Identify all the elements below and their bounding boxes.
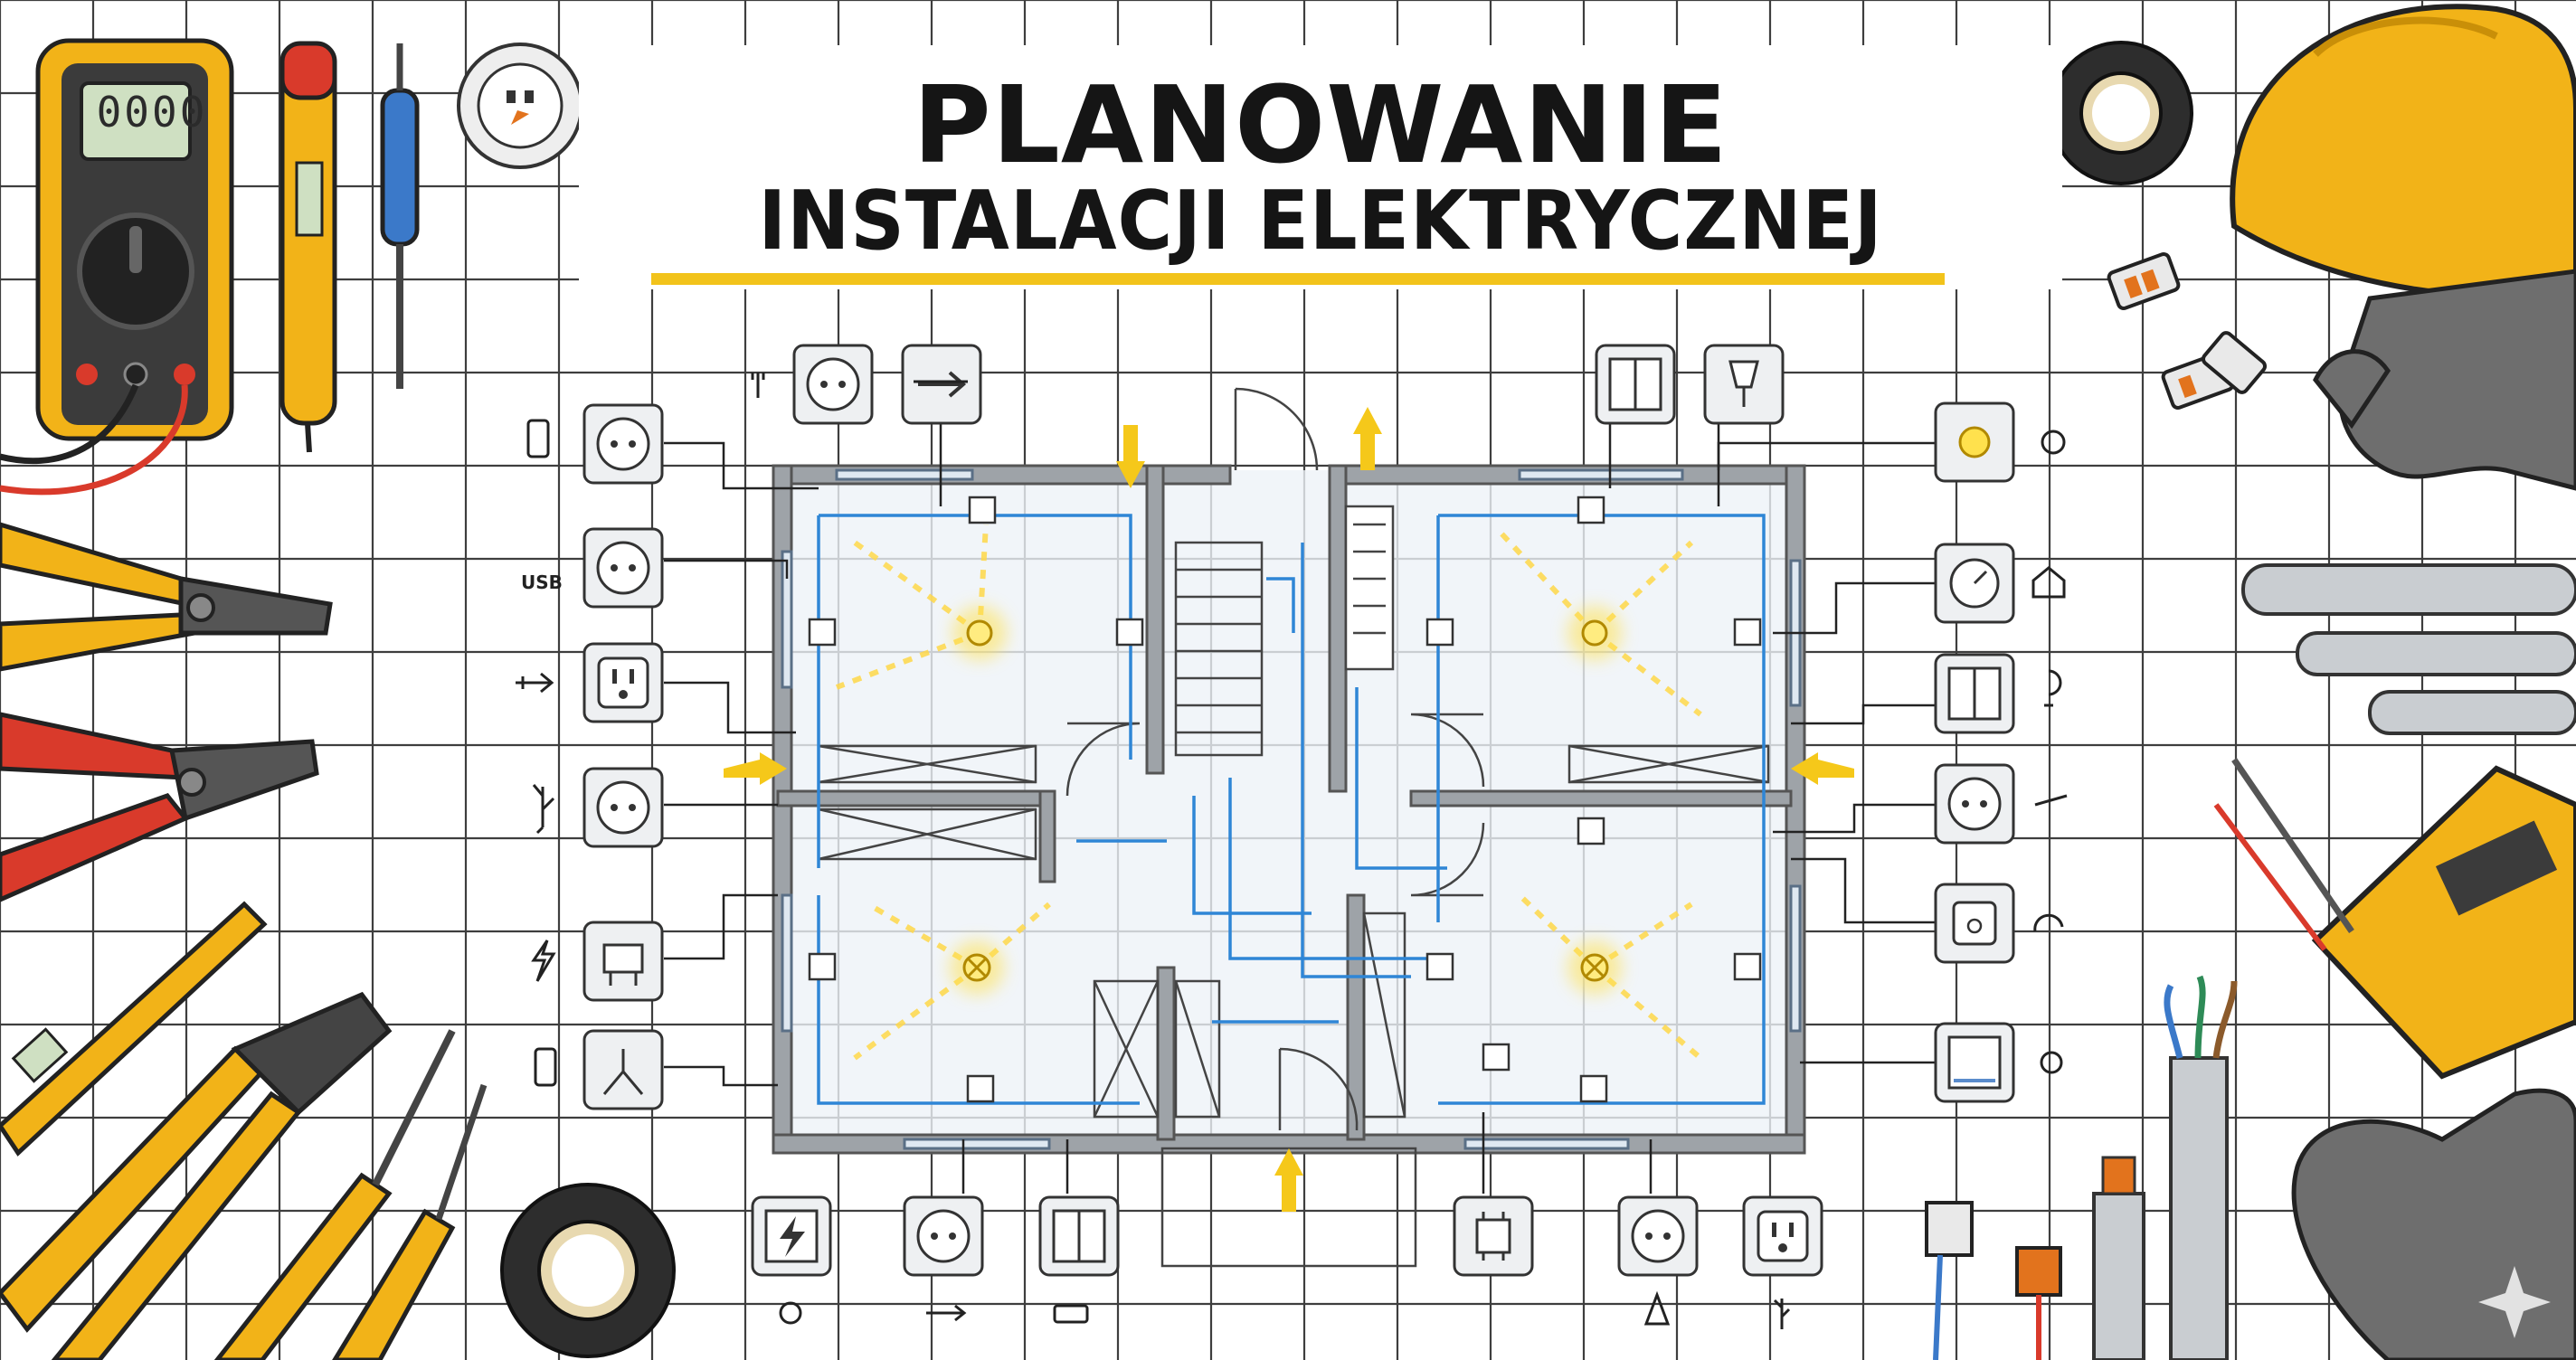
phone-icon [534,1047,557,1087]
bell-icon [1643,1290,1671,1326]
usb-fork-icon [1773,1299,1791,1329]
voltage-tester-icon [279,41,337,453]
conduit-pipe-icon [2092,1156,2145,1360]
tools [0,4,2576,1360]
double-switch-icon [1595,344,1676,425]
floor-plan [664,371,1936,1268]
work-glove-icon [2313,269,2576,491]
switch-tile-icon [1934,653,2015,734]
icon-tiles [582,344,2015,1277]
socket-icon [1617,1195,1699,1277]
phone-icon [526,419,550,458]
arrows [724,407,1854,1212]
pliers-icon [0,522,333,672]
sun-icon [2041,430,2066,455]
ceiling-light-icon [950,940,1004,995]
us-socket-icon [1742,1195,1823,1277]
small-icons [516,373,2068,1329]
arc-icon [2033,913,2064,932]
sun-icon [779,1301,802,1325]
switch-icon [2034,794,2068,807]
wire-connector-icon [2107,251,2268,411]
screwdriver-icon [380,43,420,389]
pliers-icon [0,712,319,902]
junction-box-icon [582,921,664,1002]
ground-icon [582,1029,664,1110]
socket-icon [1934,763,2015,845]
light-fixtures [950,606,1622,995]
double-switch-icon [1038,1195,1120,1277]
voltage-tester-icon [0,901,268,1157]
crimping-tool-icon [0,991,393,1360]
chip-icon [1453,1195,1534,1277]
title-banner: PLANOWANIE INSTALACJI ELEKTRYCZNEJ [579,45,2062,289]
ceiling-light-icon [952,606,1007,660]
socket-icon [792,344,874,425]
socket-icon [582,403,664,485]
light-tile-icon [1934,401,2015,483]
electrical-tape-icon [500,1183,676,1358]
sun-icon [2040,1051,2063,1074]
ceiling-light-icon [1567,606,1622,660]
usb-icon [926,1304,967,1322]
usb-fork-icon [532,784,555,835]
power-button-icon [1934,883,2015,964]
lamp-tile-icon [1703,344,1785,425]
electrical-tape-icon [2049,41,2193,185]
dimmer-icon [1934,543,2015,624]
wire-connector-icon [1925,1201,2062,1360]
cable-icon [2164,975,2238,1360]
hard-hat-icon [2230,4,2576,302]
round-socket-icon [457,42,583,169]
usb-label: USB [521,571,563,593]
house-icon [2031,566,2066,599]
battery-icon [1053,1304,1089,1324]
usb-arrow-icon [516,672,554,694]
screwdriver-icon [332,1083,488,1360]
title-underline [651,273,1945,285]
multimeter-display: 0000 [96,88,208,137]
furniture [817,387,1770,1268]
work-glove-icon [2291,1088,2576,1360]
socket-icon [582,767,664,848]
wide-switch-icon [1934,1022,2015,1103]
page-title: PLANOWANIE [913,62,1728,187]
multimeter-icon [0,38,234,496]
bulb-icon [2044,669,2062,707]
us-socket-icon [582,642,664,723]
plug-icon [751,373,765,398]
screwdriver-icon [213,1029,456,1360]
power-drill-icon [2213,758,2576,1080]
usb-tile-icon [901,344,982,425]
page-subtitle: INSTALACJI ELEKTRYCZNEJ [758,174,1883,269]
lightning-icon [531,940,556,982]
ceiling-light-icon [1567,940,1622,995]
conduit-pipe-icon [2241,563,2576,735]
lightning-tile-icon [751,1195,832,1277]
socket-icon [582,527,664,609]
plan-switch-symbols [808,496,1762,1103]
socket-icon [903,1195,984,1277]
